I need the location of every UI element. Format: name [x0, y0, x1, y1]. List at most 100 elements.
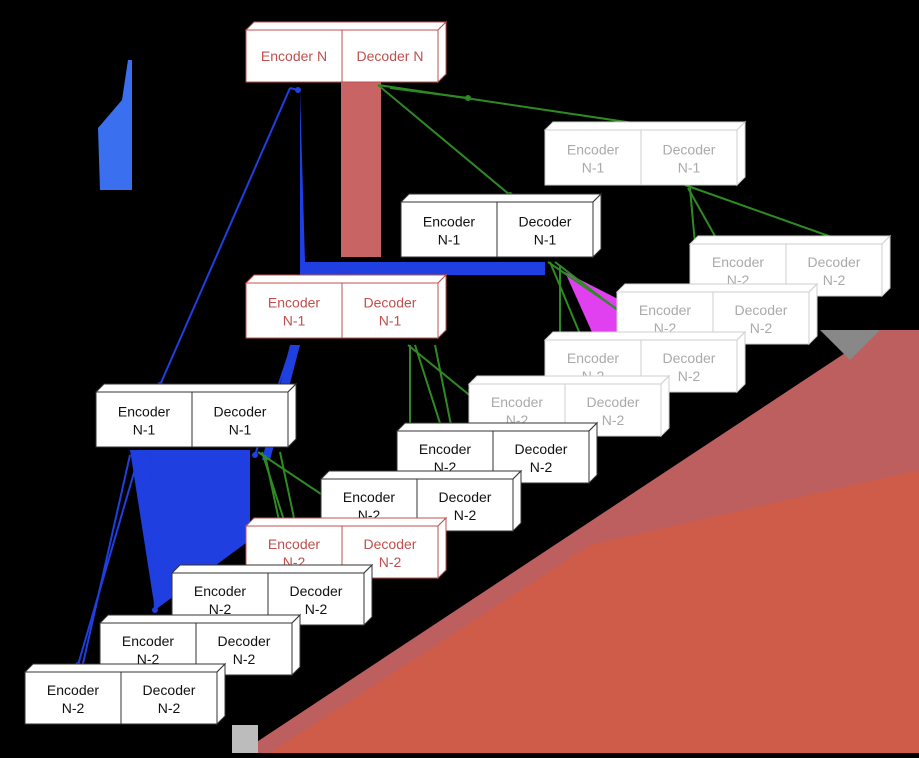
decoder-label-line: N-1: [379, 313, 402, 329]
decoder-label-line: Decoder: [290, 583, 343, 599]
node-side-face: [593, 194, 601, 257]
node-top-face: [401, 194, 601, 202]
decoder-label-line: Decoder N: [357, 48, 424, 64]
encoder-label-line: Encoder: [712, 254, 764, 270]
decoder-label-line: N-2: [233, 651, 256, 667]
encoder-label-line: Encoder N: [261, 48, 327, 64]
grey-shadow-strip: [232, 725, 258, 753]
node-side-face: [364, 565, 372, 625]
node-top-face: [469, 376, 669, 384]
edge-end-dot: [465, 95, 471, 101]
node-top-face: [25, 664, 225, 672]
encoder-box: [545, 130, 641, 185]
encoder-label-line: Encoder: [343, 489, 395, 505]
decoder-label-line: N-2: [602, 412, 625, 428]
node-top-face: [545, 332, 745, 340]
decoder-label-line: N-1: [229, 422, 252, 438]
decoder-label-line: N-2: [305, 601, 328, 617]
node-side-face: [438, 518, 446, 578]
encoder-label-line: Encoder: [567, 350, 619, 366]
node-top-face: [100, 615, 300, 623]
edge-end-dot: [152, 607, 158, 613]
edge-green-8: [390, 88, 468, 98]
decoder-box: [192, 392, 288, 447]
node-b5: EncoderN-2 DecoderN-2: [25, 664, 225, 724]
encoder-label-line: Encoder: [194, 583, 246, 599]
node-top-face: [617, 284, 817, 292]
blue-arrow-mark: [98, 60, 132, 190]
decoder-label-line: Decoder: [364, 536, 417, 552]
decoder-label-line: N-2: [158, 700, 181, 716]
node-side-face: [737, 332, 745, 392]
decoder-label-line: N-2: [454, 507, 477, 523]
decoder-label-line: Decoder: [808, 254, 861, 270]
edge-end-dot: [295, 87, 301, 93]
decoder-box: [497, 202, 593, 257]
decoder-label-line: Decoder: [515, 441, 568, 457]
decoder-label-line: Decoder: [735, 302, 788, 318]
decoder-box: [342, 283, 438, 338]
node-d4: EncoderN-1DecoderN-1: [96, 384, 296, 447]
encoder-box: [401, 202, 497, 257]
node-top-face: [96, 384, 296, 392]
node-side-face: [438, 275, 446, 338]
encoder-label-line: Encoder: [567, 142, 619, 158]
node-side-face: [589, 423, 597, 483]
node-side-face: [292, 615, 300, 675]
node-top-face: [321, 471, 521, 479]
decoder-label-line: Decoder: [663, 350, 716, 366]
decoder-label-line: Decoder: [218, 633, 271, 649]
decoder-label-line: Decoder: [364, 295, 417, 311]
node-top-face: [246, 518, 446, 526]
encoder-box: [246, 283, 342, 338]
node-side-face: [737, 122, 745, 185]
encoder-label-line: Encoder: [639, 302, 691, 318]
node-side-face: [809, 284, 817, 344]
node-side-face: [661, 376, 669, 436]
node-d1: EncoderN-1 DecoderN-1: [545, 122, 745, 185]
node-d2: EncoderN-1DecoderN-1: [401, 194, 601, 257]
encoder-label-line: N-1: [582, 160, 605, 176]
decoder-label-line: N-2: [823, 272, 846, 288]
encoder-box: [25, 672, 121, 724]
decoder-label-line: Decoder: [143, 682, 196, 698]
node-top-face: [545, 122, 745, 130]
encoder-label-line: Encoder: [419, 441, 471, 457]
node-side-face: [513, 471, 521, 531]
encoder-label-line: Encoder: [47, 682, 99, 698]
encoder-box: [96, 392, 192, 447]
encoder-label-line: Encoder: [491, 394, 543, 410]
decoder-label-line: Decoder: [439, 489, 492, 505]
node-root: Encoder N Decoder N: [246, 22, 446, 82]
encoder-label: Encoder N: [261, 48, 327, 64]
decoder-label-line: N-2: [379, 554, 402, 570]
encoder-label-line: Encoder: [118, 404, 170, 420]
decoder-label-line: N-2: [530, 459, 553, 475]
node-d3: EncoderN-1DecoderN-1: [246, 275, 446, 338]
decoder-label-line: Decoder: [663, 142, 716, 158]
decoder-label-line: N-1: [534, 232, 557, 248]
decoder-label-line: Decoder: [519, 214, 572, 230]
edge-end-dot: [252, 452, 258, 458]
red-vertical-bar: [341, 82, 381, 257]
node-top-face: [172, 565, 372, 573]
node-side-face: [882, 236, 890, 296]
encoder-label-line: Encoder: [122, 633, 174, 649]
node-top-face: [397, 423, 597, 431]
encoder-label-line: N-1: [283, 313, 306, 329]
decoder-label-line: N-2: [678, 368, 701, 384]
encoder-label-line: N-2: [62, 700, 85, 716]
node-top-face: [690, 236, 890, 244]
decoder-label-line: Decoder: [587, 394, 640, 410]
node-side-face: [288, 384, 296, 447]
node-top-face: [246, 22, 446, 30]
node-side-face: [217, 664, 225, 724]
node-top-face: [246, 275, 446, 283]
decoder-label-line: N-2: [750, 320, 773, 336]
encoder-label-line: Encoder: [268, 536, 320, 552]
decoder-label-line: N-1: [678, 160, 701, 176]
decoder-label: Decoder N: [357, 48, 424, 64]
encoder-label-line: N-1: [133, 422, 156, 438]
